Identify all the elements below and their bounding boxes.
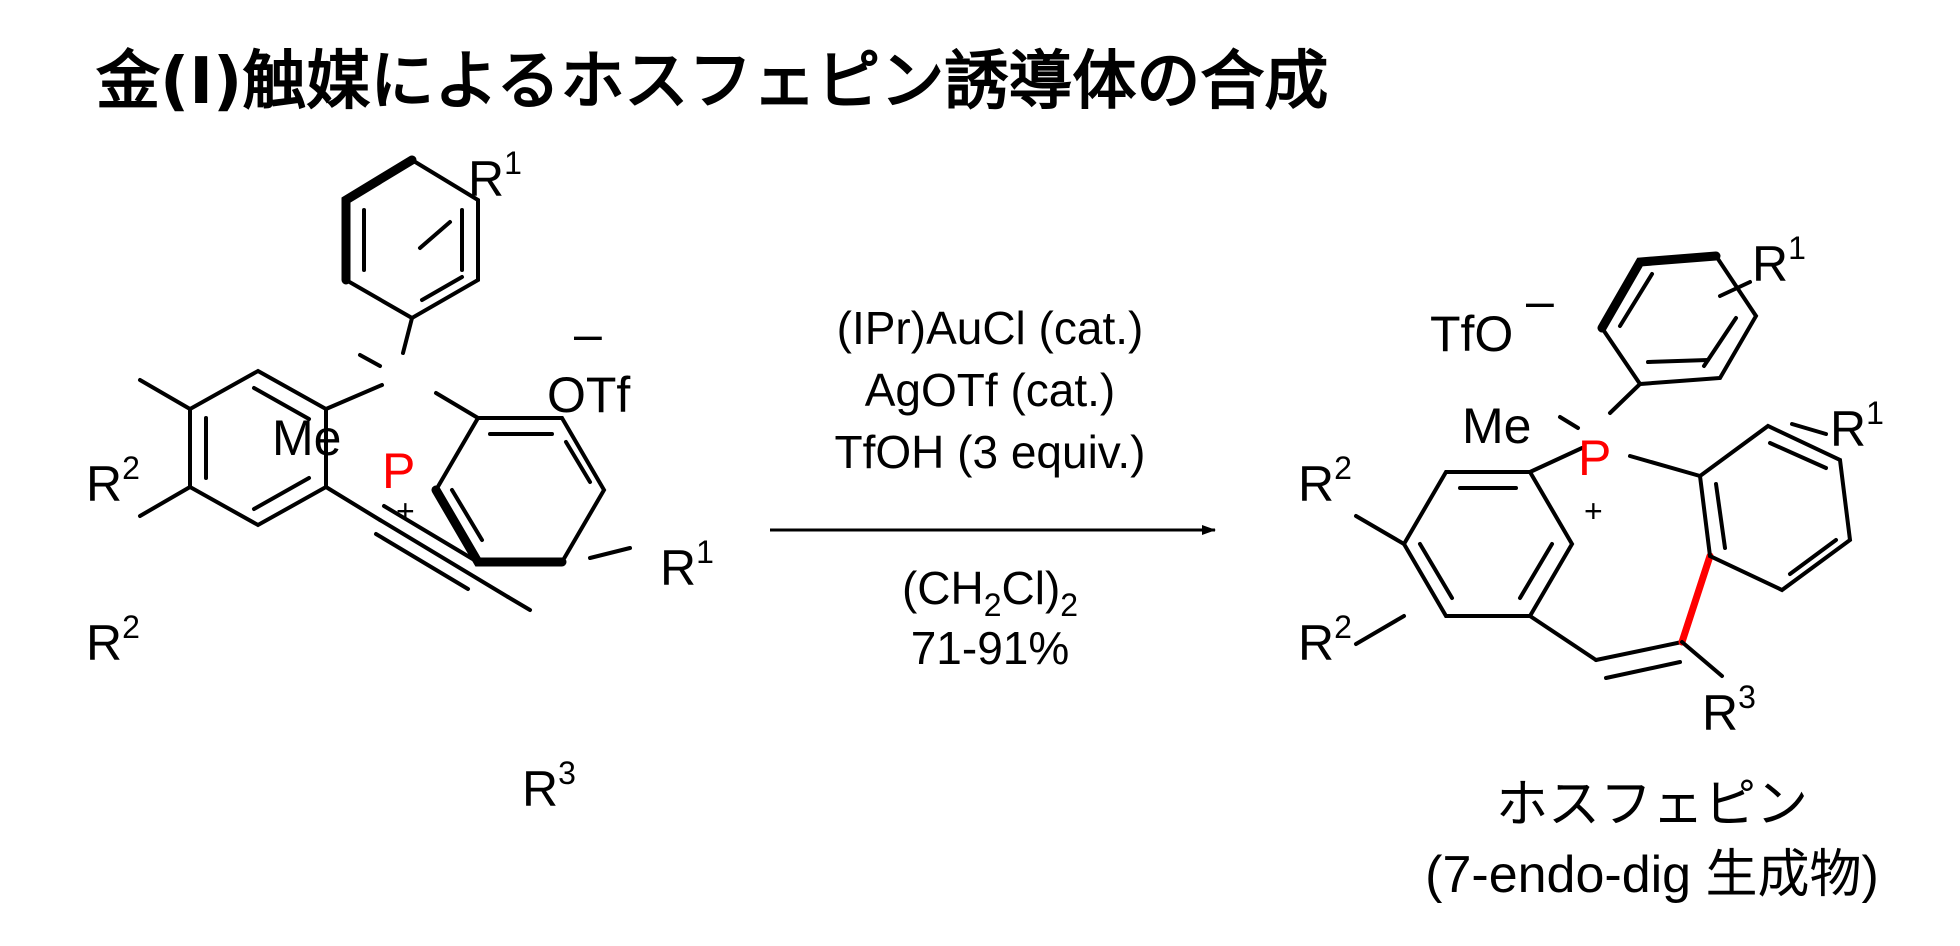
bond-ring-r2b [138, 485, 192, 518]
product-r1-top-label: R1 [1752, 230, 1806, 292]
bond-phenyl-r1-top [418, 220, 452, 250]
product-charge-minus: – [1526, 273, 1554, 329]
condition-yield: 71-91% [911, 622, 1070, 674]
vinyl-double-bond-1 [1594, 640, 1684, 662]
bond-ring-vinyl-product [1528, 614, 1598, 662]
reactant-me-label: Me [272, 410, 341, 466]
bond-p-ph-right [434, 391, 480, 420]
reaction-conditions: (IPr)AuCl (cat.) AgOTf (cat.) TfOH (3 eq… [835, 302, 1146, 674]
reactant-top-phenyl-bold [341, 155, 417, 285]
product-r1-right-label: R1 [1830, 395, 1884, 457]
reactant-charge-minus: – [574, 306, 602, 362]
bond-phenyl-r1-mid [588, 546, 632, 560]
bond-aryl-r1-right [1790, 422, 1828, 436]
alkyne-bond-3 [374, 532, 470, 591]
alkyne-bond-1 [378, 518, 510, 599]
product-r2b-label: R2 [1298, 609, 1352, 671]
product-r2a-label: R2 [1298, 450, 1352, 512]
new-c-c-bond [1678, 552, 1714, 646]
condition-acid: TfOH (3 equiv.) [835, 426, 1146, 478]
product-plus-charge: + [1584, 493, 1603, 529]
product-note: (7-endo-dig 生成物) [1425, 846, 1879, 904]
reactant-phosphorus-label: P [382, 443, 415, 499]
bond-phenyl-r1-top-product [1718, 280, 1752, 298]
bond-ring-alkyne [324, 485, 382, 522]
product-r3-label: R3 [1702, 679, 1756, 741]
bond-ring-r2a [138, 378, 192, 411]
condition-catalyst: (IPr)AuCl (cat.) [837, 302, 1144, 354]
reactant-r2a-label: R2 [86, 450, 140, 512]
reactant-counterion-label: OTf [547, 367, 630, 423]
product-benzene-ring [1401, 470, 1575, 618]
product-name: ホスフェピン [1496, 776, 1808, 834]
alkyne-bond-2 [382, 504, 478, 563]
reactant-plus-charge: + [396, 493, 415, 529]
bond-p-ph-top [401, 316, 414, 355]
product-labels: TfO – R1 R1 R2 R2 R3 Me P + ホスフェピン (7-en… [1298, 230, 1884, 904]
product-top-phenyl-bold [1597, 251, 1721, 333]
bond-ring-p [324, 383, 384, 411]
product-phosphorus-label: P [1578, 430, 1611, 486]
reactant-structure [138, 155, 632, 612]
condition-solvent: (CH2Cl)2 [902, 562, 1078, 623]
reactant-r2b-label: R2 [86, 609, 140, 671]
reactant-r1-mid-label: R1 [660, 534, 714, 596]
condition-cocatalyst: AgOTf (cat.) [865, 364, 1115, 416]
bond-p-ph-product [1608, 382, 1642, 415]
page-title: 金(I)触媒によるホスフェピン誘導体の合成 [96, 45, 1329, 119]
vinyl-double-bond-2 [1604, 660, 1682, 680]
reactant-r3-label: R3 [522, 755, 576, 817]
bond-alkyne-r3 [506, 595, 532, 612]
reactant-labels: R1 R1 R2 R2 R3 Me P + – OTf [86, 145, 714, 817]
product-structure [1354, 251, 1853, 680]
reactant-right-phenyl-bold [431, 485, 567, 567]
bond-p-me-product [1558, 415, 1580, 430]
bond-vinyl-r3 [1680, 640, 1724, 678]
product-counterion-label: TfO [1430, 306, 1513, 362]
bond-ring-r2b-product [1354, 614, 1406, 646]
reactant-r1-top-label: R1 [468, 145, 522, 207]
product-me-label: Me [1462, 398, 1531, 454]
bond-p-aryl-product [1628, 454, 1702, 478]
bond-p-me [358, 353, 382, 368]
product-right-aryl-ring [1697, 423, 1853, 593]
bond-ring-p-product [1528, 446, 1584, 474]
bond-ring-r2a-product [1354, 514, 1406, 546]
